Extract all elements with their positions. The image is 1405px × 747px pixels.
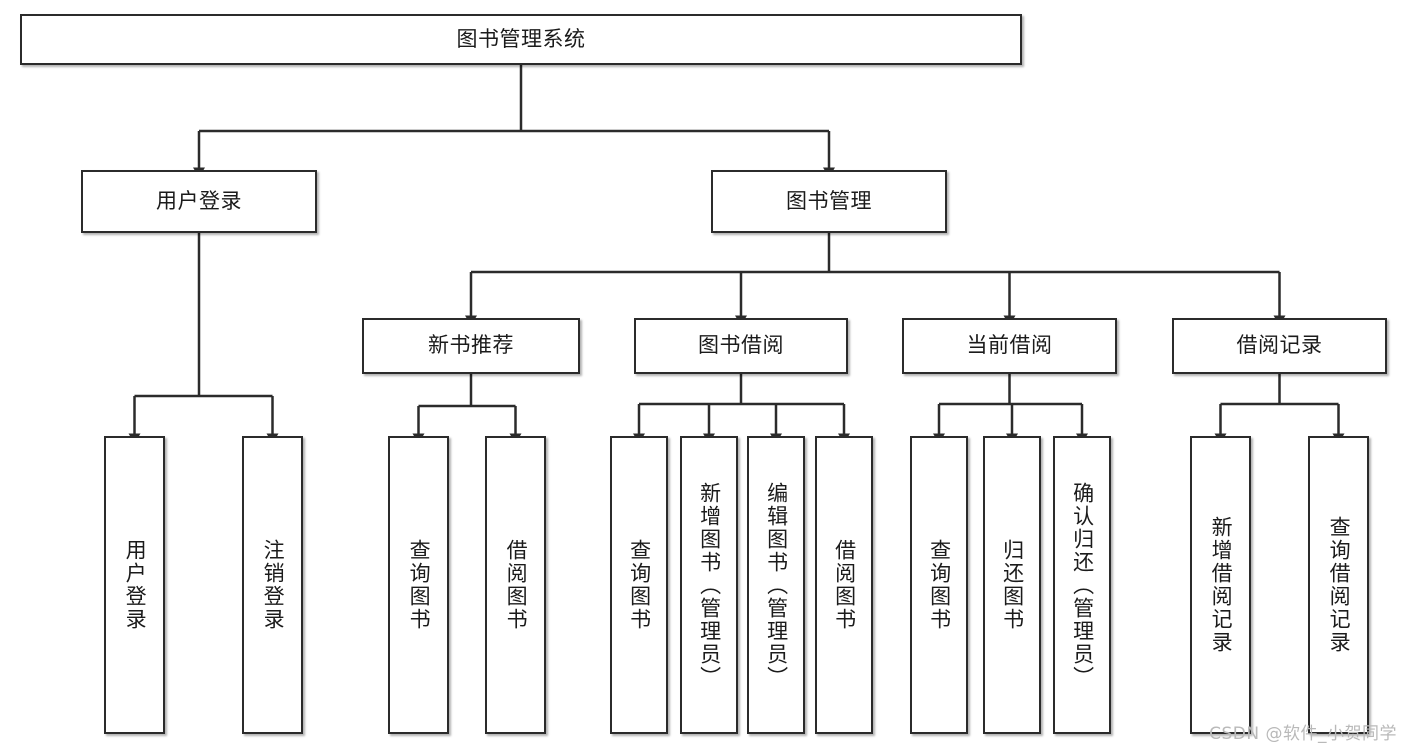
node-label-current: 当前借阅 <box>966 333 1053 358</box>
node-label-bookmgmt: 图书管理 <box>786 188 872 213</box>
node-leaf-cur-3[interactable]: 确认归还（管理员） <box>1053 436 1111 734</box>
node-leaf-rec-2[interactable]: 查询借阅记录 <box>1308 436 1369 734</box>
node-leaf-rec-1[interactable]: 新增借阅记录 <box>1190 436 1251 734</box>
node-leaf-login-2[interactable]: 注销登录 <box>242 436 303 734</box>
node-label-leaf-brw-2: 新增图书（管理员） <box>697 481 722 689</box>
node-label-login: 用户登录 <box>156 188 242 213</box>
node-bookmgmt[interactable]: 图书管理 <box>711 170 947 233</box>
node-login[interactable]: 用户登录 <box>81 170 317 233</box>
node-leaf-new-2[interactable]: 借阅图书 <box>485 436 546 734</box>
node-records[interactable]: 借阅记录 <box>1172 318 1387 374</box>
node-label-leaf-cur-1: 查询图书 <box>927 539 952 631</box>
node-leaf-brw-2[interactable]: 新增图书（管理员） <box>680 436 738 734</box>
node-label-leaf-cur-3: 确认归还（管理员） <box>1070 481 1095 689</box>
node-label-leaf-login-1: 用户登录 <box>123 539 148 631</box>
node-label-root: 图书管理系统 <box>456 26 586 51</box>
node-leaf-cur-1[interactable]: 查询图书 <box>910 436 968 734</box>
node-leaf-brw-4[interactable]: 借阅图书 <box>815 436 873 734</box>
node-label-leaf-cur-2: 归还图书 <box>1000 539 1025 631</box>
node-label-leaf-rec-1: 新增借阅记录 <box>1209 516 1234 654</box>
node-current[interactable]: 当前借阅 <box>902 318 1117 374</box>
watermark-text: CSDN @软件_小贺同学 <box>1209 724 1397 744</box>
node-leaf-brw-3[interactable]: 编辑图书（管理员） <box>747 436 805 734</box>
node-label-leaf-new-1: 查询图书 <box>407 539 432 631</box>
node-label-leaf-new-2: 借阅图书 <box>504 539 529 631</box>
node-borrow[interactable]: 图书借阅 <box>634 318 848 374</box>
node-label-leaf-brw-4: 借阅图书 <box>832 539 857 631</box>
node-newbook[interactable]: 新书推荐 <box>362 318 580 374</box>
node-label-leaf-login-2: 注销登录 <box>261 539 286 631</box>
connector-lines <box>128 65 1345 444</box>
node-leaf-brw-1[interactable]: 查询图书 <box>610 436 668 734</box>
node-leaf-new-1[interactable]: 查询图书 <box>388 436 449 734</box>
node-leaf-cur-2[interactable]: 归还图书 <box>983 436 1041 734</box>
node-label-borrow: 图书借阅 <box>698 333 784 358</box>
node-label-leaf-rec-2: 查询借阅记录 <box>1327 516 1352 654</box>
node-root[interactable]: 图书管理系统 <box>20 14 1022 65</box>
node-label-records: 借阅记录 <box>1236 333 1323 358</box>
node-label-leaf-brw-1: 查询图书 <box>627 539 652 631</box>
node-leaf-login-1[interactable]: 用户登录 <box>104 436 165 734</box>
node-label-leaf-brw-3: 编辑图书（管理员） <box>764 481 789 689</box>
node-label-newbook: 新书推荐 <box>428 333 514 358</box>
